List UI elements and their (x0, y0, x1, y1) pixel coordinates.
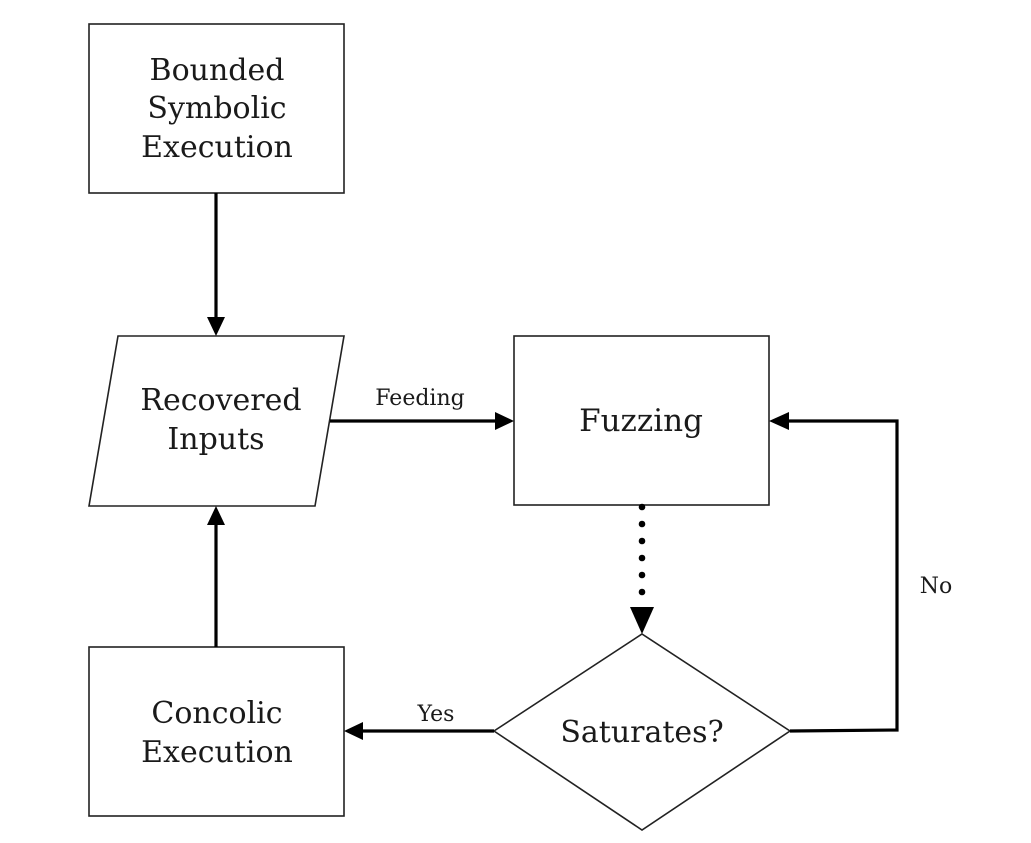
bounded-symbolic-execution-line-3: Execution (141, 130, 293, 165)
edge-fuzzing-to-saturates (630, 503, 654, 634)
arrowhead-left (344, 722, 363, 740)
concolic-execution-node: Concolic Execution (88, 646, 345, 817)
edge-label-yes: Yes (417, 702, 455, 727)
fuzzing-node: Fuzzing (513, 335, 770, 506)
edge-bse-to-recovered-inputs (207, 193, 225, 336)
edge-no: No (769, 412, 953, 733)
arrowhead-left (769, 412, 789, 430)
bounded-symbolic-execution-line-2: Symbolic (147, 91, 286, 126)
concolic-execution-line-1: Concolic (151, 696, 282, 731)
edge-label-no: No (920, 574, 953, 599)
edge-yes: Yes (344, 702, 494, 740)
arrowhead-right (495, 412, 514, 430)
concolic-execution-line-2: Execution (141, 735, 293, 770)
saturates-decision-node: Saturates? (492, 633, 792, 831)
edge-label-feeding: Feeding (375, 386, 464, 411)
arrowhead-up (207, 506, 225, 525)
recovered-inputs-node: Recovered Inputs (88, 335, 345, 507)
arrowhead-down (630, 607, 654, 634)
arrowhead-down (207, 317, 225, 336)
fuzzing-label: Fuzzing (579, 403, 703, 439)
recovered-inputs-line-2: Inputs (167, 422, 264, 457)
bounded-symbolic-execution-node: Bounded Symbolic Execution (88, 23, 345, 194)
bounded-symbolic-execution-line-1: Bounded (150, 53, 285, 88)
edge-concolic-to-recovered-inputs (207, 506, 225, 647)
edge-feeding: Feeding (330, 386, 514, 430)
saturates-label: Saturates? (560, 715, 723, 750)
recovered-inputs-line-1: Recovered (140, 383, 301, 418)
